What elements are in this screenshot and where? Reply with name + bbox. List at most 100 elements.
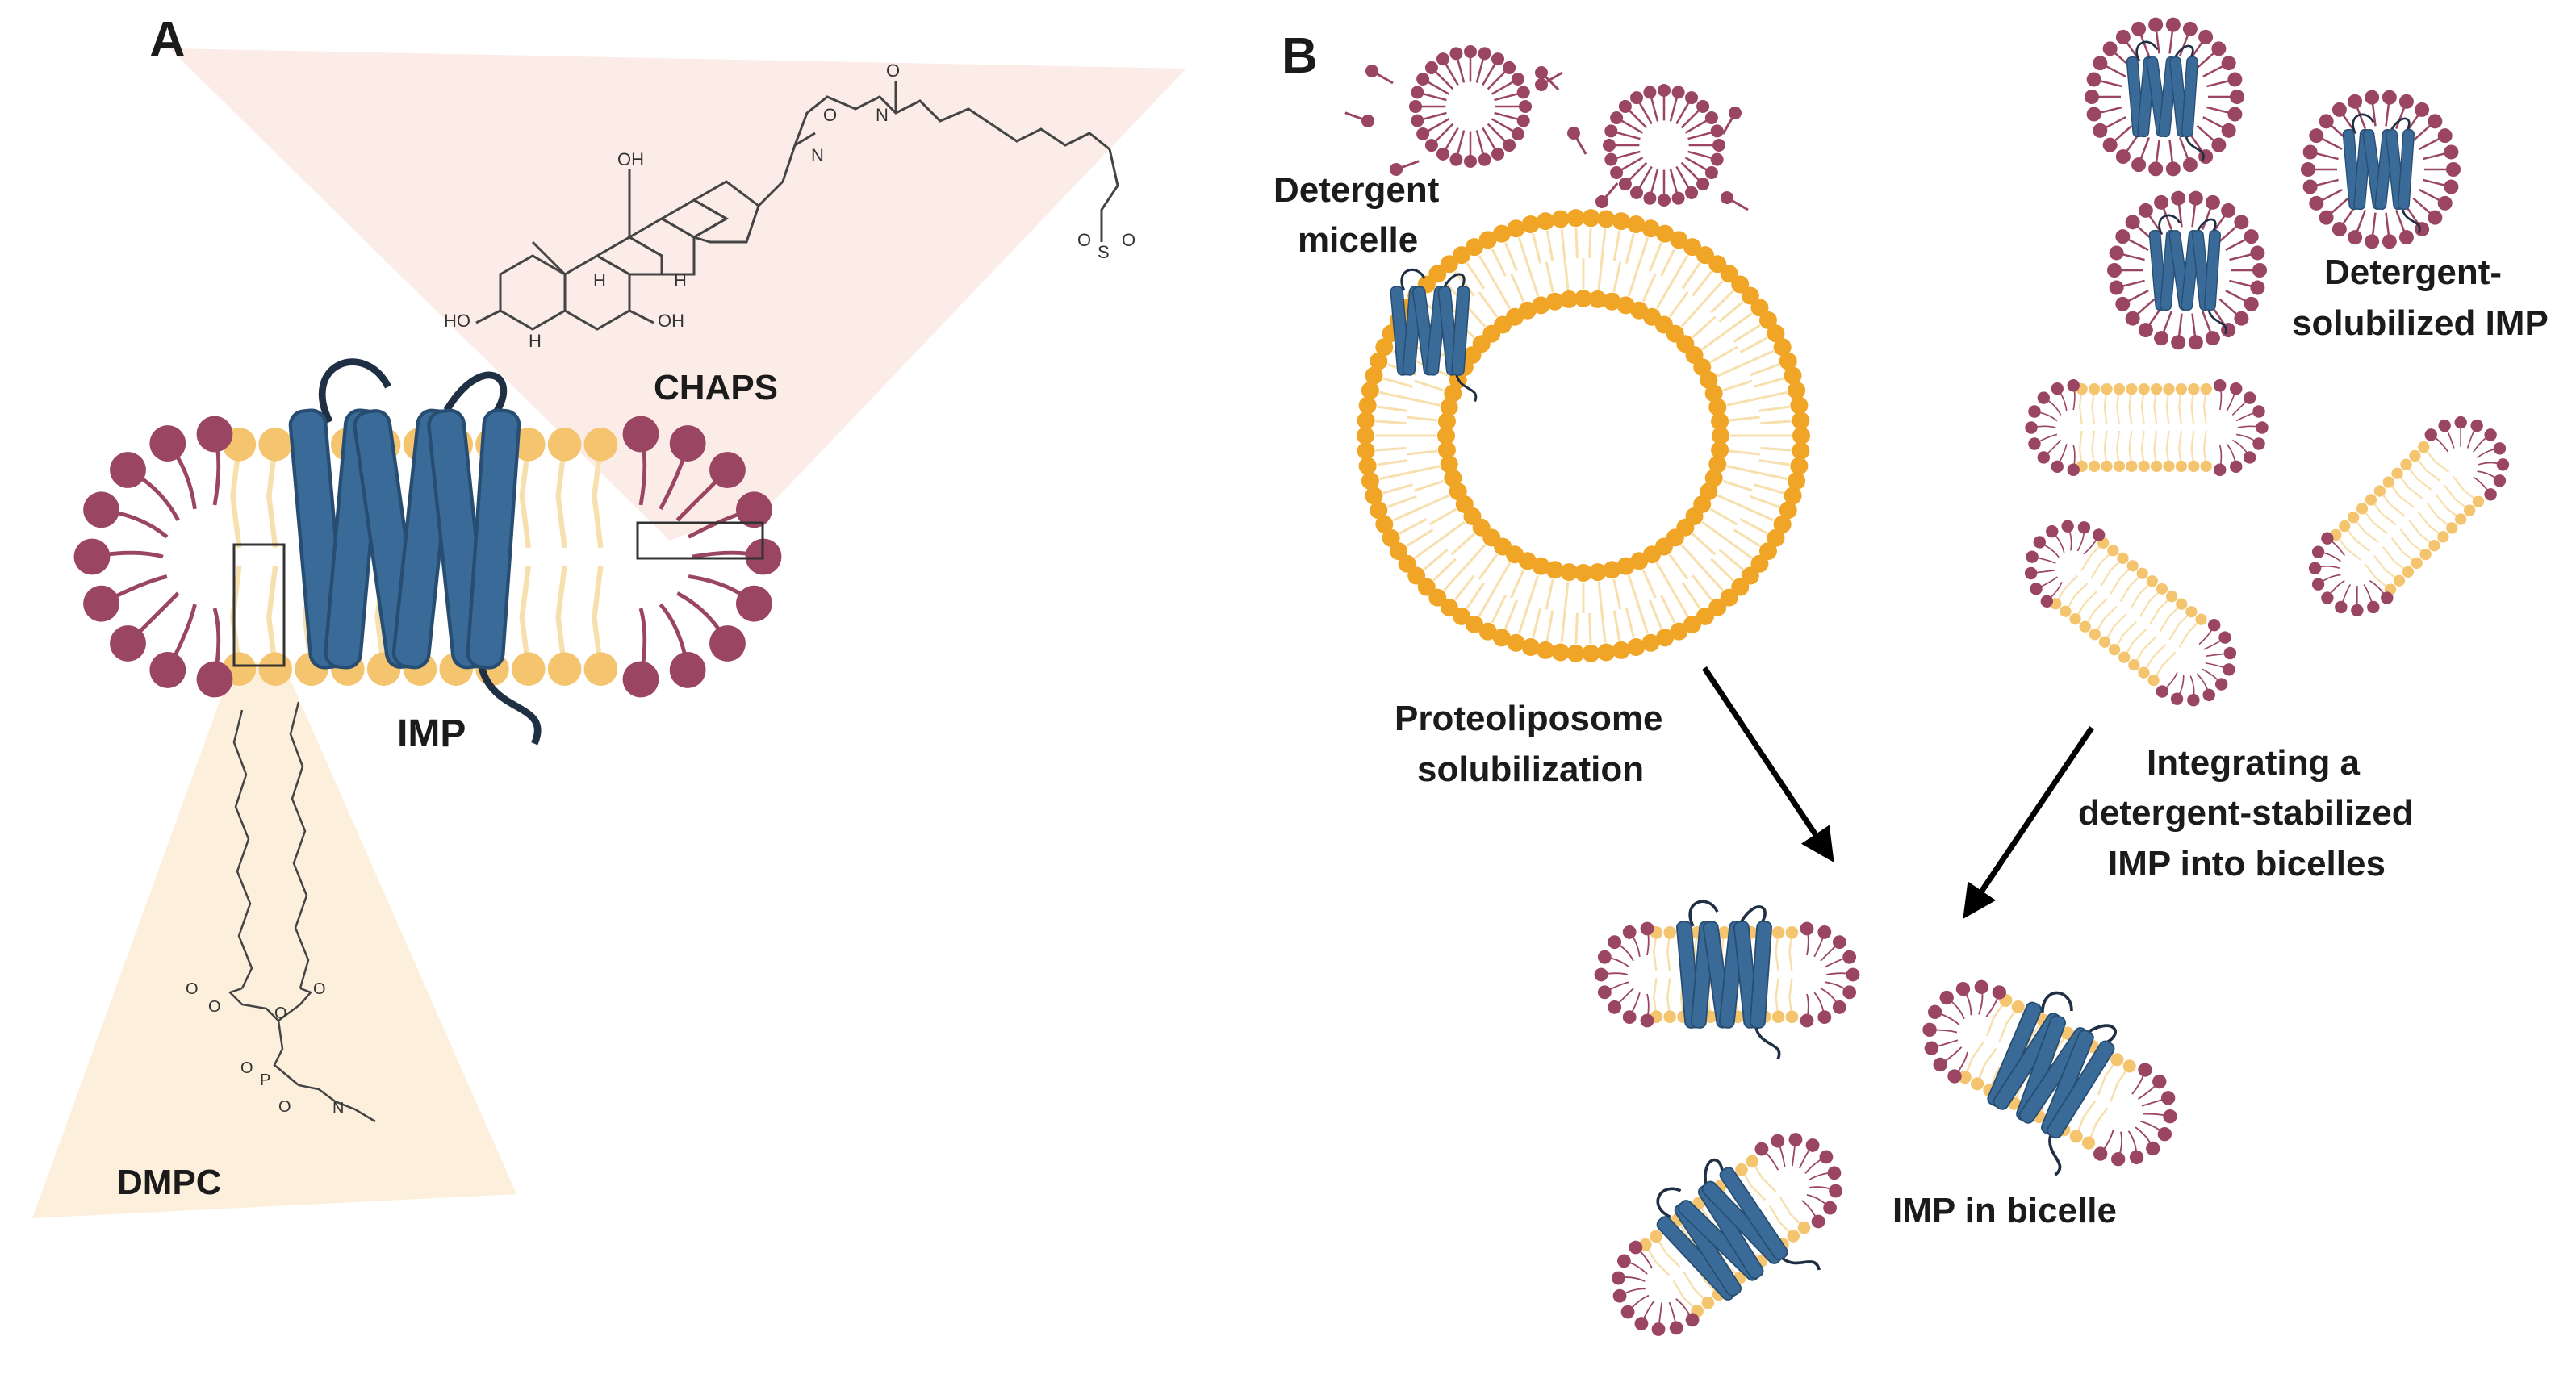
lipid-head xyxy=(1521,215,1540,234)
detergent-head xyxy=(2182,157,2198,173)
lipid-tail xyxy=(1379,471,1411,481)
detergent-head xyxy=(2131,157,2147,173)
lipid-head xyxy=(1375,338,1394,357)
lipid-tail xyxy=(2128,430,2133,466)
detergent-micelle-label-2: micelle xyxy=(1298,220,1418,260)
detergent-head xyxy=(1800,1013,1814,1028)
proteoliposome xyxy=(1357,209,1810,662)
detergent-head xyxy=(1729,107,1742,119)
lipid-tail xyxy=(1729,416,1760,422)
detergent-head xyxy=(2415,102,2430,117)
imp-protein xyxy=(2148,214,2227,335)
detergent-head xyxy=(2188,335,2203,350)
detergent-head xyxy=(1464,45,1477,58)
lipid-head xyxy=(1630,552,1649,570)
detergent-head xyxy=(1478,47,1491,61)
lipid-tail xyxy=(1754,483,1784,495)
lipid-head xyxy=(2138,460,2150,472)
imp-bicelle xyxy=(1594,900,1860,1060)
lipid-head xyxy=(1683,615,1701,633)
lipid-head xyxy=(2428,540,2440,552)
detergent-head xyxy=(2319,114,2334,129)
lipid-tail xyxy=(1745,507,1775,522)
detergent-head xyxy=(2115,296,2131,311)
empty-bicelle xyxy=(2024,520,2237,707)
detergent-head xyxy=(2205,331,2220,346)
lipid-head xyxy=(2365,494,2377,506)
lipid-head xyxy=(2188,460,2200,472)
lipid-head xyxy=(1785,1010,1799,1023)
detergent-head xyxy=(1629,1240,1643,1255)
imp-in-bicelle-label: IMP in bicelle xyxy=(1892,1191,2117,1230)
lipid-head xyxy=(2060,605,2072,617)
lipid-tail xyxy=(2091,389,2096,425)
detergent-head xyxy=(2470,419,2483,432)
detergent-head xyxy=(2125,215,2140,230)
detergent-head xyxy=(1712,139,1725,152)
protein-loop xyxy=(1740,905,1767,925)
detergent-head xyxy=(2111,1151,2126,1167)
detergent-micelle xyxy=(1603,84,1725,207)
lipid-tail xyxy=(519,565,531,670)
lipid-head xyxy=(1790,457,1809,475)
detergent-head xyxy=(1511,127,1524,140)
protein-loop xyxy=(318,358,391,424)
lipid-tail xyxy=(1726,465,1758,474)
lipid-head xyxy=(1788,381,1806,399)
lipid-head xyxy=(1784,487,1802,505)
lipid-head xyxy=(2165,591,2178,603)
detergent-head xyxy=(1416,73,1430,86)
lipid-tail xyxy=(2140,389,2145,425)
integrating-label-1: Integrating a xyxy=(2147,743,2361,783)
lipid-head xyxy=(2400,458,2412,470)
lipid-tail xyxy=(1545,261,1554,293)
lipid-tail xyxy=(2133,636,2157,666)
dmpc-zoom-box xyxy=(232,543,286,667)
lipid-head xyxy=(2113,383,2126,395)
lipid-tail xyxy=(1545,578,1554,610)
lipid-tail xyxy=(1758,459,1790,466)
lipid-head xyxy=(1741,286,1759,305)
detergent-head xyxy=(1671,86,1685,99)
lipid-tail xyxy=(1710,558,1734,582)
lipid-head xyxy=(2185,606,2198,618)
lipid-tail xyxy=(2078,430,2083,466)
detergent-head xyxy=(2331,102,2347,117)
lipid-tail xyxy=(1717,362,1746,378)
lipid-head xyxy=(1767,528,1785,547)
detergent-head xyxy=(2230,382,2243,395)
detergent-head xyxy=(2444,144,2459,160)
detergent-head xyxy=(2244,296,2259,311)
lipid-head xyxy=(547,428,582,462)
lipid-tail xyxy=(1503,242,1518,272)
lipid-tail xyxy=(1527,574,1540,605)
lipid-tail xyxy=(1666,978,1671,1017)
lipid-head xyxy=(1466,238,1483,257)
lipid-head xyxy=(1656,629,1675,647)
lipid-tail xyxy=(1414,539,1441,559)
lipid-head xyxy=(2122,1059,2136,1073)
lipid-tail xyxy=(2168,611,2193,641)
protein-helix xyxy=(466,408,521,670)
detergent-head xyxy=(2085,90,2099,104)
lipid-tail xyxy=(2087,1107,2109,1144)
detergent-head xyxy=(1516,86,1530,99)
detergent-monomer xyxy=(1390,160,1420,176)
lipid-tail xyxy=(1450,533,1475,556)
lipid-tail xyxy=(2114,620,2137,650)
detergent-head xyxy=(1823,1201,1838,1215)
lipid-tail xyxy=(1963,1041,1985,1078)
lipid-tail xyxy=(1666,932,1671,971)
lipid-tail xyxy=(1653,932,1658,971)
lipid-head xyxy=(1616,296,1635,315)
detergent-head xyxy=(2331,222,2347,237)
chaps-atom-label: O xyxy=(1122,230,1135,250)
solubilized-imp xyxy=(2301,90,2461,249)
lipid-head xyxy=(1597,210,1616,228)
detergent-solubilized-label-2: solubilized IMP xyxy=(2292,303,2549,343)
lipid-head xyxy=(2463,504,2476,516)
lipid-head xyxy=(1582,209,1600,228)
lipid-tail xyxy=(1701,520,1728,541)
lipid-head xyxy=(1574,564,1592,582)
protein-helix xyxy=(1719,1167,1788,1260)
